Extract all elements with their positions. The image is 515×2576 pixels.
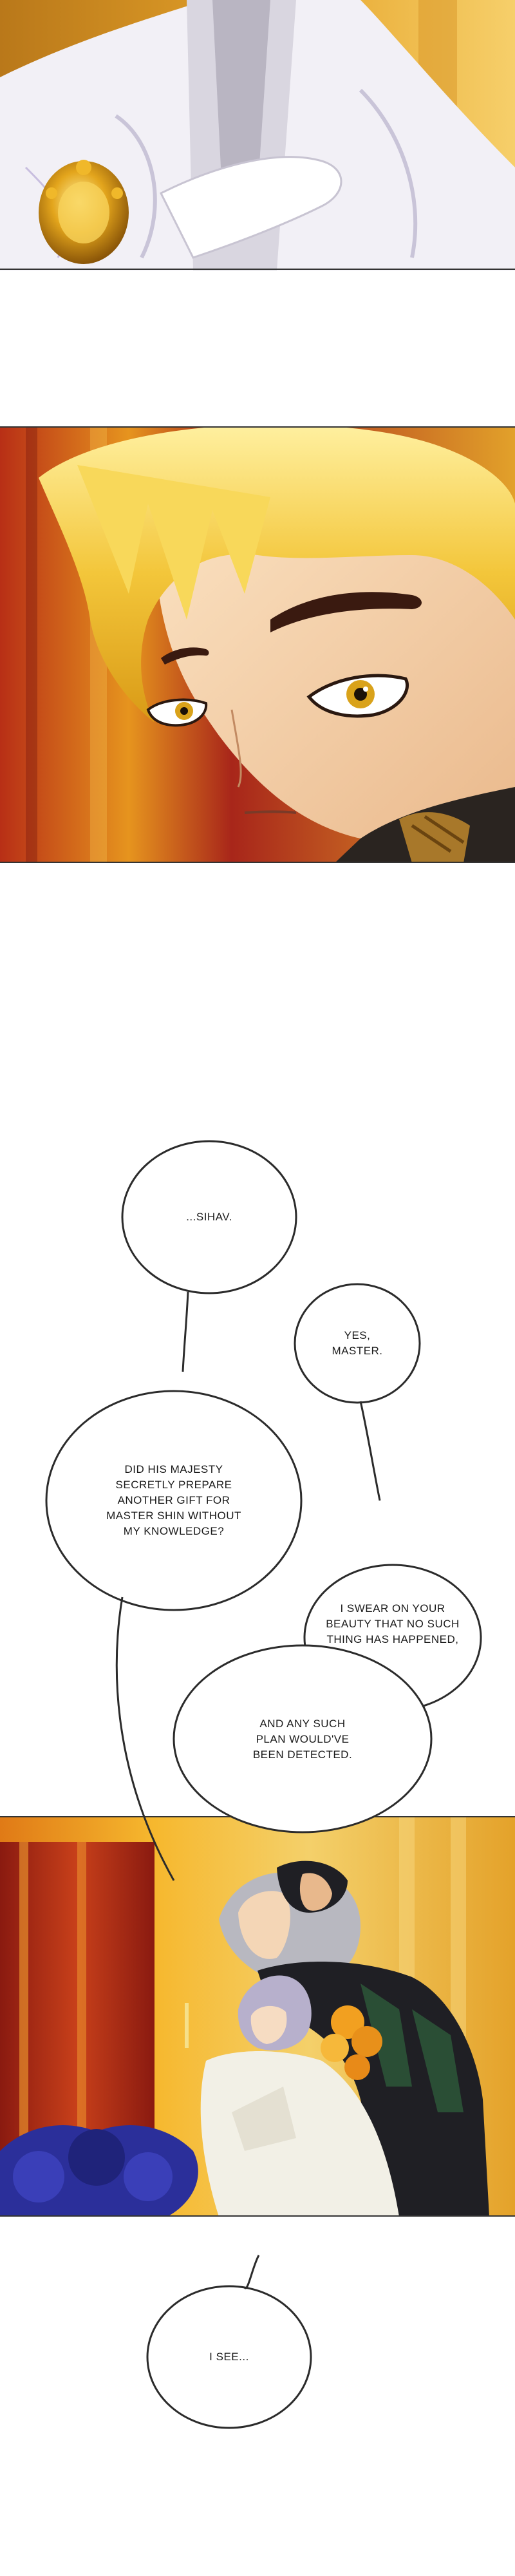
- plan-line-3: BEEN DETECTED.: [252, 1748, 353, 1761]
- plan-line-2: PLAN WOULD'VE: [256, 1733, 350, 1745]
- robe-ornament-illustration: [0, 0, 515, 270]
- sihav-line: ...SIHAV.: [186, 1211, 232, 1223]
- panel-robe-ornament: [0, 0, 515, 270]
- swear-line-1: I SWEAR ON YOUR: [340, 1602, 445, 1615]
- bubble-text-i-see: I SEE...: [165, 2349, 294, 2365]
- bubble-text-swear: I SWEAR ON YOUR BEAUTY THAT NO SUCH THIN…: [315, 1601, 470, 1647]
- blond-character-illustration: [0, 426, 515, 863]
- swear-line-2: BEAUTY THAT NO SUCH: [326, 1618, 460, 1630]
- panel-blond-closeup: [0, 426, 515, 863]
- gift-line-2: SECRETLY PREPARE: [115, 1479, 232, 1491]
- yes-master-line-2: MASTER.: [332, 1345, 383, 1357]
- plan-line-1: AND ANY SUCH: [259, 1718, 346, 1730]
- swear-line-3: THING HAS HAPPENED,: [326, 1633, 459, 1645]
- gift-line-1: DID HIS MAJESTY: [124, 1463, 223, 1475]
- bubble-text-plan: AND ANY SUCH PLAN WOULD'VE BEEN DETECTED…: [212, 1716, 393, 1763]
- gift-line-3: ANOTHER GIFT FOR: [117, 1494, 230, 1506]
- bubble-text-sihav: ...SIHAV.: [145, 1209, 274, 1225]
- bubble-text-gift: DID HIS MAJESTY SECRETLY PREPARE ANOTHER…: [61, 1462, 286, 1539]
- yes-master-line-1: YES,: [344, 1329, 371, 1341]
- three-characters-illustration: [0, 1816, 515, 2217]
- panel-three-characters: [0, 1816, 515, 2217]
- gift-line-5: MY KNOWLEDGE?: [123, 1525, 225, 1537]
- i-see-line: I SEE...: [209, 2351, 249, 2363]
- gift-line-4: MASTER SHIN WITHOUT: [106, 1510, 241, 1522]
- bubble-text-yes-master: YES, MASTER.: [306, 1328, 409, 1359]
